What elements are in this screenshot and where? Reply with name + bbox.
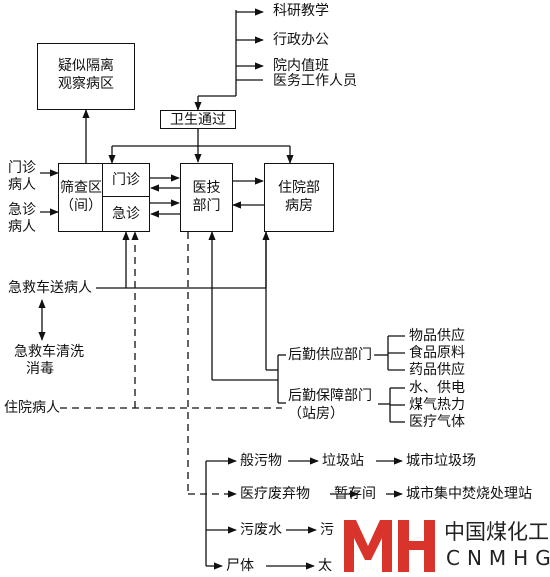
medtech-label-line1: 医技 (192, 180, 221, 196)
waste-water-label: 污废水 (240, 522, 282, 538)
ambulance-clean-line2: 消毒 (26, 361, 54, 377)
isolation-label-line1: 疑似隔离 (58, 58, 114, 74)
sanitary-pass-label: 卫生通过 (170, 112, 226, 128)
supply-drugs-label: 药品供应 (409, 362, 465, 378)
medtech-label-line2: 部门 (192, 198, 221, 214)
staff-research-label: 科研教学 (273, 3, 329, 19)
ambulance-patient-label: 急救车送病人 (8, 280, 92, 296)
outpatient-label: 门诊 (112, 172, 140, 188)
inpatient-patient-label: 住院病人 (4, 400, 60, 416)
logistics-supply-label: 后勤供应部门 (288, 347, 372, 363)
corpse-dest-label: 太 (318, 558, 332, 574)
support-medgas-label: 医疗气体 (409, 414, 465, 430)
sanitary-pass-box: 卫生通过 (160, 110, 236, 129)
isolation-ward-box: 疑似隔离 观察病区 (37, 43, 135, 110)
outpatient-patient-line1: 门诊 (8, 160, 36, 176)
logistics-support-line1: 后勤保障部门 (288, 388, 372, 404)
inpatient-box: 住院部 病房 (264, 163, 334, 232)
screening-label-line1: 筛查区 (60, 180, 102, 196)
support-water-label: 水、供电 (409, 380, 465, 396)
ambulance-clean-line1: 急救车清洗 (14, 344, 84, 360)
waste-water-dest-label: 污 (320, 522, 334, 538)
waste-incinerate-label: 城市集中焚烧处理站 (406, 486, 532, 502)
screening-box: 筛查区 （间） (58, 163, 104, 232)
waste-city-label: 城市垃圾场 (406, 453, 476, 469)
supply-food-label: 食品原料 (409, 345, 465, 361)
waste-general-label: 般污物 (240, 453, 282, 469)
inpatient-label-line1: 住院部 (278, 180, 320, 196)
waste-station-label: 垃圾站 (322, 453, 364, 469)
emergency-box: 急诊 (102, 196, 150, 232)
support-gas-label: 煤气热力 (409, 397, 465, 413)
outpatient-box: 门诊 (102, 163, 150, 198)
staff-admin-label: 行政办公 (273, 32, 329, 48)
outpatient-patient-line2: 病人 (8, 177, 36, 193)
emergency-label: 急诊 (112, 206, 140, 222)
emergency-patient-line2: 病人 (8, 219, 36, 235)
logo-name-en: CNMHG (446, 546, 550, 570)
emergency-patient-line1: 急诊 (8, 202, 36, 218)
isolation-label-line2: 观察病区 (58, 76, 114, 92)
logo-name-cn: 中国煤化工 (444, 520, 549, 544)
logistics-support-line2: （站房） (288, 406, 344, 422)
logo-mark-icon (344, 520, 435, 572)
staff-medical-label: 医务工作人员 (273, 73, 357, 89)
waste-medical-label: 医疗废弃物 (240, 486, 310, 502)
waste-temp-label: 暂存间 (334, 486, 376, 502)
screening-label-line2: （间） (60, 198, 102, 214)
staff-duty-label: 院内值班 (273, 58, 329, 74)
medtech-box: 医技 部门 (180, 163, 233, 232)
corpse-label: 尸体 (226, 558, 254, 574)
inpatient-label-line2: 病房 (285, 198, 313, 214)
supply-goods-label: 物品供应 (409, 328, 465, 344)
